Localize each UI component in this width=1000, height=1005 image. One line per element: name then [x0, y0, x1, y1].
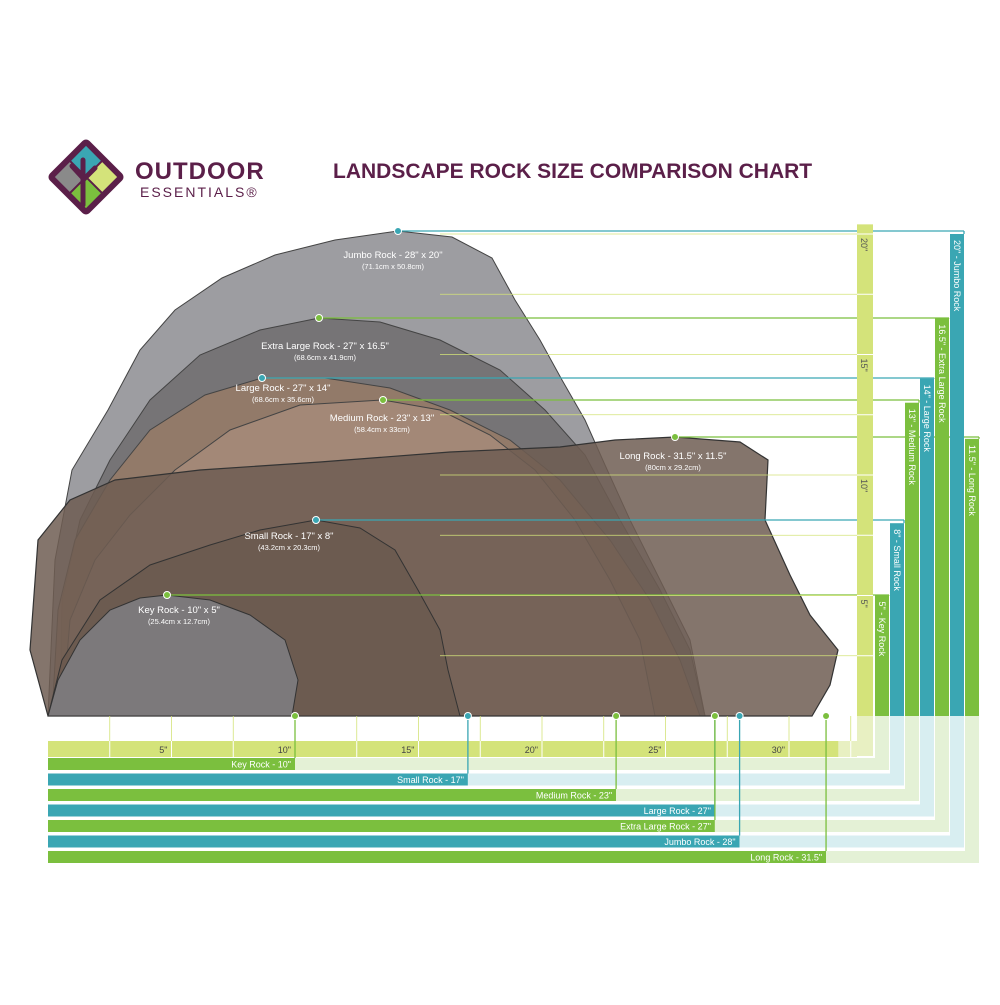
- length-bar-extension-key: [295, 758, 889, 770]
- rock-label-large: Large Rock - 27" x 14": [236, 383, 331, 394]
- height-bar-link-large: [920, 716, 934, 805]
- horizontal-tick-label: 20": [525, 745, 538, 755]
- height-bar-label-xlarge: 16.5" - Extra Large Rock: [937, 324, 947, 423]
- height-bar-link-small: [890, 716, 904, 774]
- height-bar-link-medium: [905, 716, 919, 789]
- length-bar-jumbo: [48, 835, 740, 848]
- length-bar-label-large: Large Rock - 27": [644, 806, 711, 816]
- rock-metric-small: (43.2cm x 20.3cm): [258, 543, 321, 552]
- height-bar-jumbo: [950, 234, 964, 716]
- length-bar-key: [48, 758, 295, 770]
- length-bar-label-xlarge: Extra Large Rock - 27": [620, 822, 711, 832]
- height-bar-label-jumbo: 20" - Jumbo Rock: [952, 240, 962, 312]
- height-bar-xlarge: [935, 318, 949, 716]
- rock-metric-large: (68.6cm x 35.6cm): [252, 395, 315, 404]
- length-bar-small: [48, 773, 468, 786]
- brand-logo: OUTDOOR ESSENTIALS®: [48, 139, 265, 215]
- height-bar-label-key: 5" - Key Rock: [877, 602, 887, 657]
- length-bar-label-long: Long Rock - 31.5": [750, 853, 822, 863]
- height-bar-link-long: [965, 716, 979, 851]
- height-bar-link-xlarge: [935, 716, 949, 820]
- connector-lines: [163, 227, 980, 599]
- rock-label-xlarge: Extra Large Rock - 27" x 16.5": [261, 341, 389, 352]
- height-bars: 5" - Key Rock 8" - Small Rock 13" - Medium…: [875, 234, 979, 716]
- length-bar-long: [48, 851, 827, 863]
- rock-label-jumbo: Jumbo Rock - 28" x 20": [343, 250, 442, 261]
- height-bar-large: [920, 378, 934, 716]
- height-bar-long: [965, 438, 979, 716]
- horizontal-tick-label: 5": [159, 745, 167, 755]
- horizontal-tick-label: 15": [401, 745, 414, 755]
- rock-label-long: Long Rock - 31.5" x 11.5": [620, 451, 727, 462]
- length-bar-extension-long: [826, 851, 979, 863]
- connector-dot-large: [258, 374, 266, 382]
- height-bar-label-medium: 13" - Medium Rock: [907, 409, 917, 486]
- vertical-tick-label: 10": [859, 479, 869, 492]
- horizontal-ruler-bar: [48, 741, 839, 757]
- length-bar-medium: [48, 789, 617, 801]
- vertical-tick-label: 15": [859, 359, 869, 372]
- vertical-ruler-extension: [857, 716, 873, 756]
- length-dot-xlarge: [710, 712, 719, 720]
- rock-metric-jumbo: (71.1cm x 50.8cm): [362, 262, 425, 271]
- length-bar-extension-jumbo: [739, 835, 964, 848]
- length-bar-label-medium: Medium Rock - 23": [536, 791, 612, 801]
- vertical-tick-label: 5": [859, 600, 869, 608]
- length-dot-small: [463, 712, 472, 720]
- page-title: LANDSCAPE ROCK SIZE COMPARISON CHART: [333, 160, 812, 183]
- rock-silhouettes: [29, 230, 839, 717]
- length-bar-extension-small: [467, 773, 904, 786]
- rock-label-medium: Medium Rock - 23" x 13": [330, 413, 434, 424]
- rock-key: [47, 594, 299, 717]
- connector-dot-xlarge: [315, 314, 323, 322]
- length-dot-key: [291, 712, 299, 720]
- brand-name-line1: OUTDOOR: [135, 158, 265, 185]
- height-bar-link-jumbo: [950, 716, 964, 836]
- length-dot-medium: [612, 712, 621, 720]
- length-bar-xlarge: [48, 820, 715, 832]
- height-bar-label-long: 11.5" - Long Rock: [967, 445, 977, 517]
- vertical-tick-label: 20": [859, 238, 869, 251]
- height-bar-label-large: 14" - Large Rock: [922, 385, 932, 453]
- rock-metric-long: (80cm x 29.2cm): [645, 463, 701, 472]
- connector-dot-jumbo: [394, 227, 402, 235]
- length-bar-label-jumbo: Jumbo Rock - 28": [664, 837, 735, 847]
- rock-label-key: Key Rock - 10" x 5": [138, 605, 220, 616]
- connector-dot-medium: [379, 396, 387, 404]
- height-bar-small: [890, 523, 904, 716]
- connector-dot-small: [312, 516, 320, 524]
- height-bar-link-key: [875, 716, 889, 758]
- height-bar-key: [875, 595, 889, 716]
- horizontal-tick-label: 30": [772, 745, 785, 755]
- length-bar-extension-medium: [616, 789, 919, 801]
- length-bar-label-small: Small Rock - 17": [397, 775, 464, 785]
- horizontal-ruler: 5" 10" 15" 20" 25" 30": [48, 716, 857, 757]
- length-bar-extension-xlarge: [714, 820, 949, 832]
- rock-label-small: Small Rock - 17" x 8": [244, 531, 333, 542]
- length-bars: Key Rock - 10" Small Rock - 17" Medium Roc…: [48, 712, 979, 863]
- length-bar-extension-large: [714, 804, 934, 817]
- horizontal-tick-label: 25": [648, 745, 661, 755]
- length-dot-jumbo: [735, 712, 744, 720]
- height-bar-label-small: 8" - Small Rock: [892, 529, 902, 591]
- rock-labels: Jumbo Rock - 28" x 20"(71.1cm x 50.8cm) E…: [138, 250, 726, 626]
- length-bar-large: [48, 804, 715, 817]
- horizontal-ruler-extension: [838, 741, 857, 757]
- horizontal-tick-label: 10": [278, 745, 291, 755]
- tree-icon: [69, 157, 98, 208]
- rock-metric-xlarge: (68.6cm x 41.9cm): [294, 353, 357, 362]
- rock-metric-medium: (58.4cm x 33cm): [354, 425, 410, 434]
- height-bar-medium: [905, 402, 919, 716]
- length-dot-long: [822, 712, 831, 720]
- rock-metric-key: (25.4cm x 12.7cm): [148, 617, 211, 626]
- brand-name-line2: ESSENTIALS®: [140, 184, 259, 200]
- connector-dot-long: [671, 433, 679, 441]
- vertical-ruler-bar: [857, 224, 873, 717]
- length-bar-label-key: Key Rock - 10": [231, 760, 291, 770]
- vertical-ruler: 5" 10" 15" 20": [440, 224, 873, 756]
- connector-dot-key: [163, 591, 171, 599]
